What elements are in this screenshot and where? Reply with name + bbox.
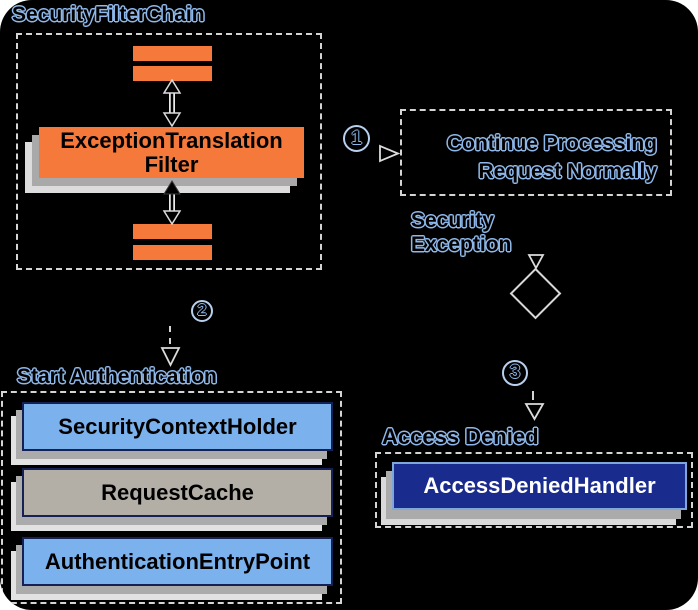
start-authentication-box [1, 391, 342, 604]
authentication-entry-point-box: AuthenticationEntryPoint [22, 537, 333, 586]
access-denied-box [375, 452, 693, 528]
dashed-connector [169, 326, 171, 344]
request-cache-box: RequestCache [22, 468, 333, 517]
security-context-holder-box: SecurityContextHolder [22, 402, 333, 451]
exception-line2: Exception [411, 233, 512, 256]
continue-processing-box: Continue Processing Request Normally [400, 109, 672, 196]
filter-label-line1: ExceptionTranslation [60, 127, 283, 153]
filter-bar-bottom-1 [133, 224, 212, 239]
up-down-arrow-icon [162, 79, 182, 127]
start-authentication-label: Start Authentication [17, 365, 217, 388]
security-filter-chain-box [16, 33, 322, 270]
exception-translation-filter-box: ExceptionTranslation Filter [39, 127, 304, 178]
step-2-badge: 2 [191, 300, 213, 322]
diagram-title: SecurityFilterChain [12, 3, 205, 26]
step-3-badge: 3 [502, 360, 528, 386]
step-1-badge: 1 [343, 125, 370, 152]
up-down-arrow-icon [162, 180, 182, 225]
security-exception-label: Security Exception [411, 209, 511, 257]
continue-line1: Continue Processing [446, 132, 657, 155]
continue-line2: Request Normally [478, 160, 657, 183]
filter-label-line2: Filter [144, 151, 199, 177]
arrow-down-icon [524, 403, 545, 421]
access-denied-label: Access Denied [382, 424, 539, 449]
dashed-connector [532, 391, 534, 400]
continue-processing-label: Continue Processing Request Normally [402, 111, 670, 186]
arrow-right-icon [379, 144, 401, 163]
filter-bar-bottom-2 [133, 245, 212, 260]
arrow-down-icon [527, 254, 545, 270]
decision-diamond-icon [509, 267, 562, 320]
arrow-down-icon [160, 347, 181, 368]
access-denied-handler-box: AccessDeniedHandler [392, 462, 687, 510]
exception-line1: Security [411, 209, 494, 232]
filter-bar-top-1 [133, 46, 212, 61]
filter-bar-top-2 [133, 66, 212, 81]
